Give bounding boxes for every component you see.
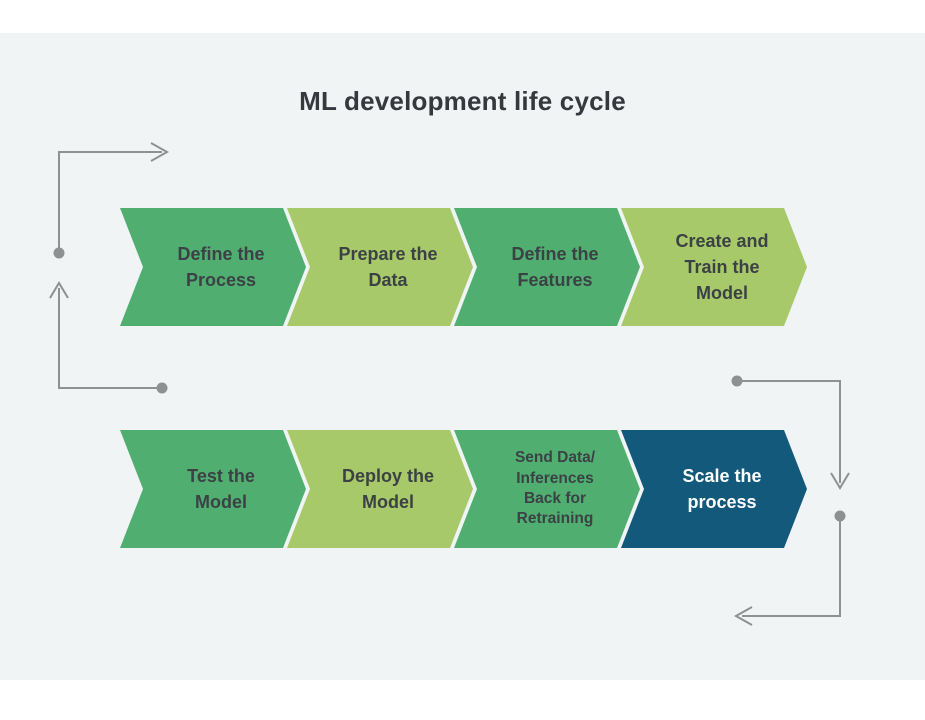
stage-scale-the-process: Scale the process <box>621 430 807 548</box>
stage-label: Test the Model <box>187 465 255 512</box>
stage-send-data-inferences-back-for-retraining: Send Data/ Inferences Back for Retrainin… <box>454 430 640 548</box>
diagram-title: ML development life cycle <box>299 86 626 116</box>
stage-label: Deploy the Model <box>341 465 434 512</box>
stage-deploy-the-model: Deploy the Model <box>287 430 473 548</box>
stage-define-the-process: Define the Process <box>120 208 306 326</box>
stage-create-and-train-the-model: Create and Train the Model <box>621 208 807 326</box>
stage-label: Send Data/ Inferences Back for Retrainin… <box>514 449 596 528</box>
stage-label: Define the Features <box>511 243 599 290</box>
stage-label: Create and Train the Model <box>675 230 769 304</box>
stage-define-the-features: Define the Features <box>454 208 640 326</box>
stage-label: Define the Process <box>177 243 265 290</box>
stage-label: Prepare the Data <box>338 243 438 290</box>
stage-label: Scale the process <box>682 465 762 512</box>
diagram-panel <box>0 33 925 680</box>
stage-test-the-model: Test the Model <box>120 430 306 548</box>
stage-prepare-the-data: Prepare the Data <box>287 208 473 326</box>
